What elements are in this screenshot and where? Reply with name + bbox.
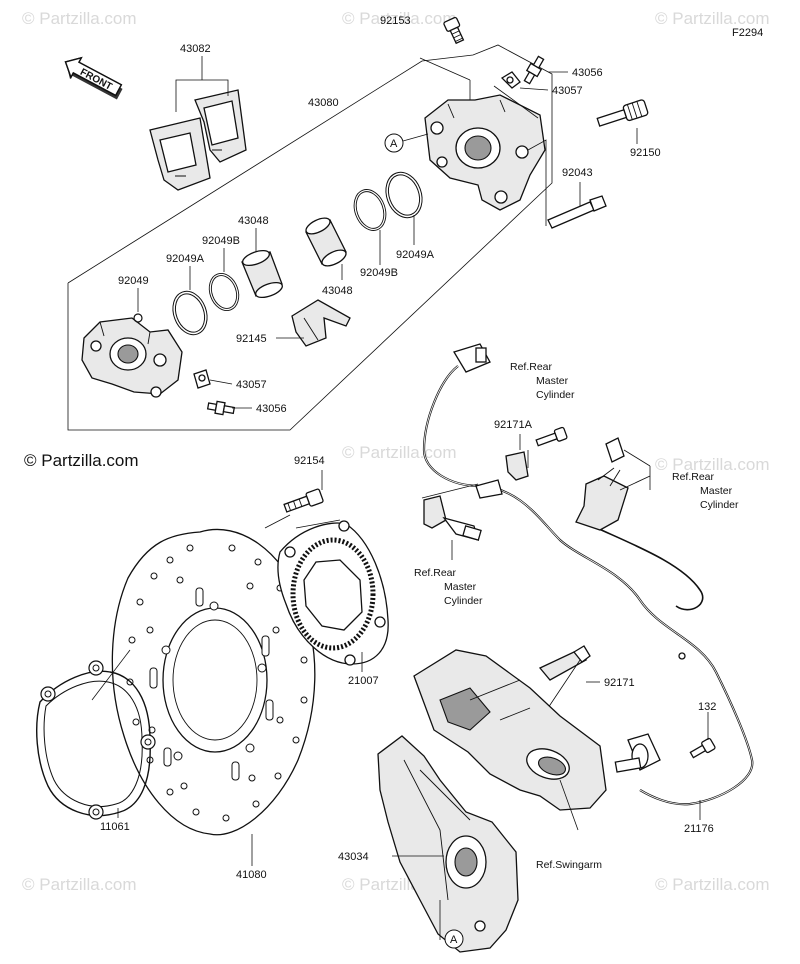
disc-plate-11061 <box>36 660 156 820</box>
watermark: © Partzilla.com <box>655 455 770 474</box>
label-43057: 43057 <box>552 85 583 97</box>
watermark: © Partzilla.com <box>655 875 770 894</box>
bleeder-cap-lower <box>193 369 211 389</box>
piston-seal-92049A-lower <box>172 290 208 336</box>
part-labels: 43082 43080 92153 43056 43057 92150 9204… <box>100 15 716 881</box>
caliper-bolt-92150 <box>596 99 649 127</box>
watermark: © Partzilla.com <box>342 443 457 462</box>
label-43048: 43048 <box>322 285 353 297</box>
disc-bolt-92154 <box>283 488 324 513</box>
label-92150: 92150 <box>630 147 661 159</box>
label-92049: 92049 <box>118 275 149 287</box>
abs-sensor-harness-21176 <box>422 343 754 806</box>
front-arrow: FRONT <box>64 56 123 100</box>
piston-43048-upper <box>305 217 347 267</box>
label-43034: 43034 <box>338 851 369 863</box>
label-92171: 92171 <box>604 677 635 689</box>
brake-disc-41080 <box>111 528 316 836</box>
bolt-92171A <box>535 426 568 447</box>
label-92043: 92043 <box>562 167 593 179</box>
brake-pad-set <box>149 89 247 191</box>
ref-rear-master-line2: Master <box>444 581 477 593</box>
dust-seal-92049B-lower <box>208 273 240 311</box>
watermark: © Partzilla.com <box>655 9 770 28</box>
label-92145: 92145 <box>236 333 267 345</box>
abs-rotor-21007 <box>277 520 389 666</box>
label-43048: 43048 <box>238 215 269 227</box>
label-92049A: 92049A <box>166 253 205 265</box>
label-43056: 43056 <box>572 67 603 79</box>
master-cylinder-bracket-right <box>575 437 629 531</box>
clamp-92171 <box>538 645 591 681</box>
label-21176: 21176 <box>684 823 714 835</box>
callout-a-lower: A <box>439 900 464 949</box>
label-21007: 21007 <box>348 675 379 687</box>
callout-a-label: A <box>450 934 458 946</box>
piston-seal-92049A-upper <box>385 171 423 219</box>
ref-rear-master-line1: Ref.Rear <box>672 471 715 483</box>
callout-a-upper: A <box>384 133 429 153</box>
copyright-text: © Partzilla.com <box>24 451 139 470</box>
dust-seal-92049B-upper <box>353 189 387 231</box>
bolt-92153 <box>443 16 465 45</box>
o-ring-92049 <box>133 313 143 323</box>
pad-spring-92145 <box>291 299 351 347</box>
bolt-132 <box>689 737 716 759</box>
label-43082: 43082 <box>180 43 211 55</box>
label-41080: 41080 <box>236 869 267 881</box>
bleeder-cap-top <box>500 71 521 89</box>
label-43057: 43057 <box>236 379 267 391</box>
callout-a-label: A <box>390 138 398 150</box>
ref-rear-master-line3: Cylinder <box>444 595 483 607</box>
ref-swingarm: Ref.Swingarm <box>536 859 602 871</box>
ref-rear-master-line3: Cylinder <box>536 389 575 401</box>
label-92154: 92154 <box>294 455 325 467</box>
bleeder-valve-lower <box>206 400 236 416</box>
caliper-body <box>81 317 183 398</box>
bleeder-valve-top <box>523 55 545 85</box>
reference-labels: Ref.Rear Master Cylinder Ref.Rear Master… <box>414 361 739 871</box>
label-43080: 43080 <box>308 97 339 109</box>
watermark: © Partzilla.com <box>22 9 137 28</box>
swingarm-ref <box>413 649 607 811</box>
ref-rear-master-line2: Master <box>536 375 569 387</box>
label-92049B: 92049B <box>202 235 240 247</box>
figure-code: F2294 <box>732 27 763 39</box>
ref-rear-master-line1: Ref.Rear <box>414 567 457 579</box>
ref-rear-master-line1: Ref.Rear <box>510 361 553 373</box>
assembly-outline <box>67 44 553 431</box>
master-cylinder-fitting-left <box>423 495 482 541</box>
watermark: © Partzilla.com <box>342 9 457 28</box>
caliper-bracket <box>424 94 546 211</box>
label-92153: 92153 <box>380 15 411 27</box>
watermarks: © Partzilla.com © Partzilla.com © Partzi… <box>22 9 770 894</box>
ref-rear-master-line2: Master <box>700 485 733 497</box>
caliper-bracket-43034 <box>377 735 519 953</box>
label-132: 132 <box>698 701 716 713</box>
copyright-notice: © Partzilla.com <box>24 451 139 470</box>
piston-43048-lower <box>241 249 283 299</box>
label-43056: 43056 <box>256 403 287 415</box>
label-92049A: 92049A <box>396 249 435 261</box>
label-11061: 11061 <box>100 821 130 833</box>
clamp-92171A <box>505 451 529 481</box>
pad-pin-92043 <box>547 195 607 229</box>
watermark: © Partzilla.com <box>22 875 137 894</box>
ref-rear-master-line3: Cylinder <box>700 499 739 511</box>
label-92171A: 92171A <box>494 419 533 431</box>
label-92049B: 92049B <box>360 267 398 279</box>
